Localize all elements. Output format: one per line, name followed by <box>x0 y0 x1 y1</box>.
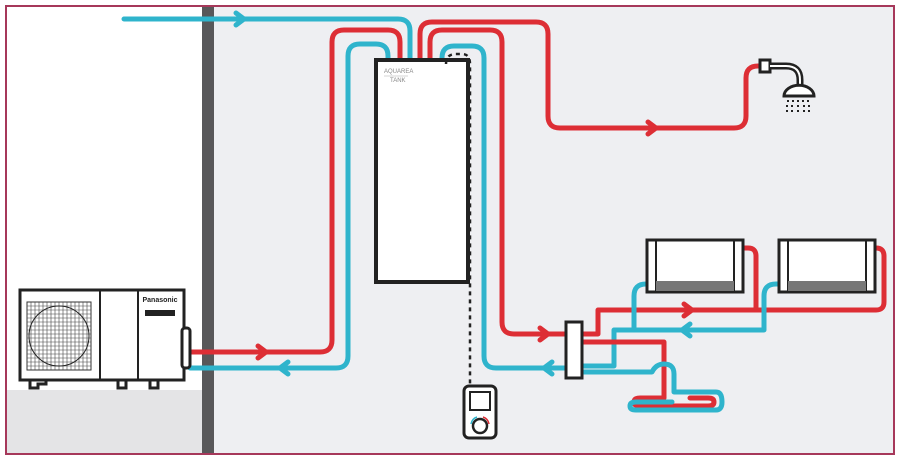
shower-icon <box>758 58 816 112</box>
radiator-icon <box>645 238 745 294</box>
flow-arrow <box>679 321 693 339</box>
wall-icon <box>202 7 214 453</box>
remote-controller-icon <box>462 384 498 440</box>
radiator-flow-branch <box>739 245 759 313</box>
dhw-hot-pipe <box>417 19 765 131</box>
indoor-area <box>210 7 893 453</box>
tank-label-line2: TANK <box>390 78 406 84</box>
flow-arrow <box>255 343 269 361</box>
flow-arrow <box>277 359 291 377</box>
floor-flow-pipe <box>577 339 717 409</box>
outdoor-unit-icon <box>18 288 192 390</box>
brand-logo: Panasonic <box>142 297 177 304</box>
floor-return-pipe <box>577 361 725 413</box>
flow-arrow <box>645 119 659 137</box>
tank-label-line1: AQUAREA <box>384 69 413 75</box>
radiator-icon <box>777 238 877 294</box>
heating-flow-pipe <box>427 27 569 337</box>
cold-return-pipe <box>187 41 391 371</box>
radiator-flow-pipe <box>577 245 887 337</box>
radiator-return-pipe <box>577 281 783 369</box>
cold-water-inlet-pipe <box>121 16 413 63</box>
flow-arrow <box>681 301 695 319</box>
control-cable <box>444 52 472 386</box>
heating-return-pipe <box>439 43 569 371</box>
flow-arrow <box>233 10 247 28</box>
flow-arrow <box>541 359 555 377</box>
flow-arrow <box>537 325 551 343</box>
water-tank-icon <box>374 58 470 284</box>
hot-flow-pipe <box>187 27 403 355</box>
ground-area <box>7 390 205 453</box>
manifold-icon <box>564 320 584 380</box>
